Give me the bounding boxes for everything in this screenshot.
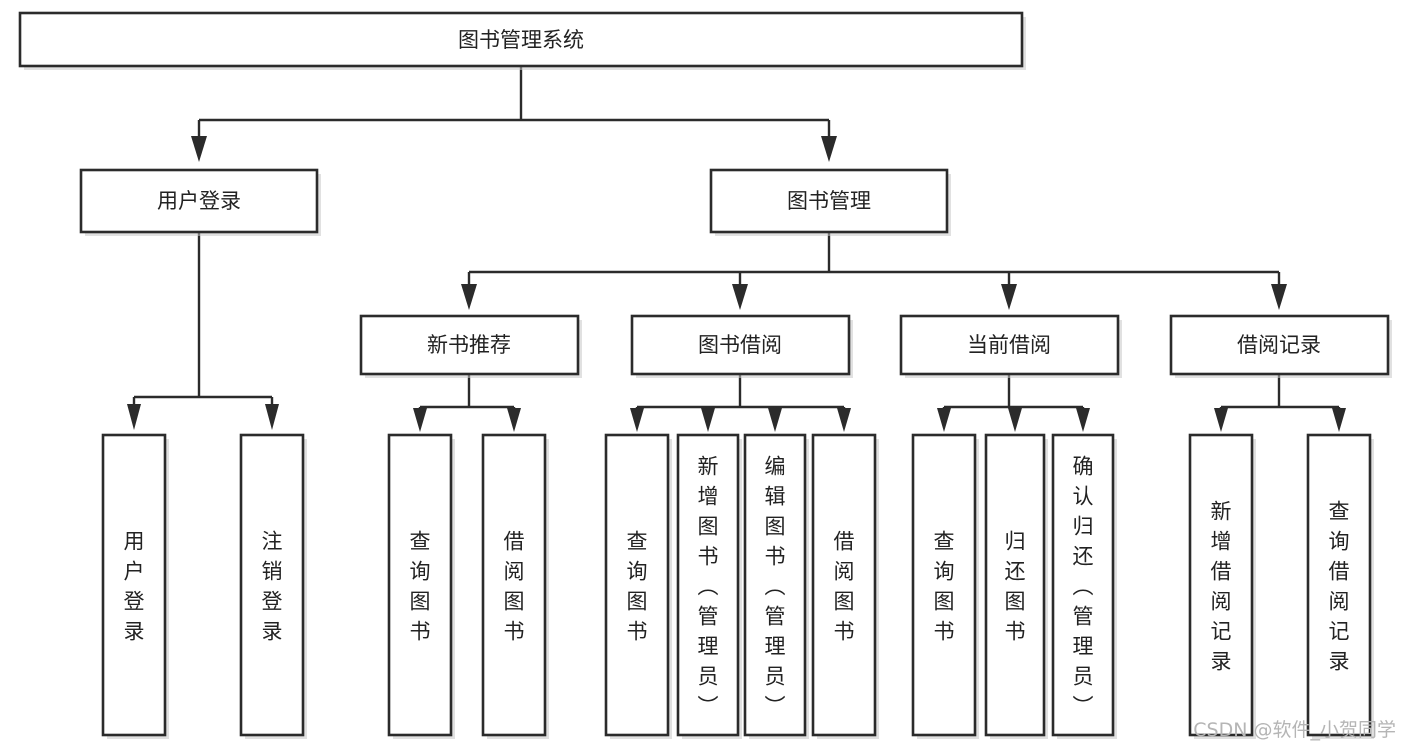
node-leaf-edit-book-admin[interactable]: 编辑图书︵管理员︶ (743, 433, 809, 739)
edge-group-root-to-level1 (191, 66, 837, 162)
node-book-manage-label: 图书管理 (787, 189, 871, 213)
arrow-to-leaf-query-book-recommend (413, 408, 427, 432)
node-root-label: 图书管理系统 (458, 28, 584, 52)
node-root[interactable]: 图书管理系统 (18, 11, 1026, 70)
arrow-to-leaf-edit-book-admin (768, 408, 782, 432)
arrow-to-leaf-add-borrow-record (1214, 408, 1228, 432)
arrow-to-leaf-user-login (127, 404, 141, 430)
node-borrow-record[interactable]: 借阅记录 (1169, 314, 1392, 378)
arrow-to-current-borrow (1001, 284, 1017, 310)
arrow-to-leaf-borrow-book (837, 408, 851, 432)
node-leaf-query-book-recommend-label: 查询图书 (410, 529, 431, 643)
node-current-borrow-label: 当前借阅 (967, 333, 1051, 357)
node-current-borrow[interactable]: 当前借阅 (899, 314, 1122, 378)
node-leaf-borrow-book-recommend-label: 借阅图书 (504, 529, 525, 643)
node-leaf-user-logout-box (239, 433, 305, 737)
edge-group-book-borrow-to-leaves (630, 374, 851, 432)
node-leaf-user-login[interactable]: 用户登录 (101, 433, 169, 739)
node-leaf-query-book-current[interactable]: 查询图书 (911, 433, 979, 739)
node-leaf-return-book-box (984, 433, 1046, 737)
arrow-to-leaf-query-book-current (937, 408, 951, 432)
node-leaf-query-borrow-record[interactable]: 查询借阅记录 (1306, 433, 1374, 739)
node-book-manage-box (709, 168, 949, 234)
watermark-label: CSDN @软件_小贺同学 (1193, 719, 1396, 741)
edge-group-current-borrow-to-leaves (937, 374, 1090, 432)
node-leaf-confirm-return-admin-label: 确认归还︵管理员︶ (1073, 454, 1094, 718)
node-leaf-query-book-borrow-box (604, 433, 670, 737)
node-user-login-label: 用户登录 (157, 189, 241, 213)
arrow-to-user-login (191, 136, 207, 162)
arrow-to-leaf-user-logout (265, 404, 279, 430)
node-leaf-edit-book-admin-box (743, 433, 807, 737)
arrow-to-leaf-query-borrow-record (1332, 408, 1346, 432)
node-book-manage[interactable]: 图书管理 (709, 168, 951, 236)
arrow-to-leaf-confirm-return-admin (1076, 408, 1090, 432)
arrow-to-book-manage (821, 136, 837, 162)
node-leaf-borrow-book[interactable]: 借阅图书 (811, 433, 879, 739)
node-leaf-confirm-return-admin-box (1051, 433, 1115, 737)
node-leaf-user-login-label: 用户登录 (124, 529, 145, 643)
node-leaf-add-borrow-record-label: 新增借阅记录 (1211, 499, 1232, 673)
edge-group-new-book-recommend-to-leaves (413, 374, 521, 432)
node-leaf-user-login-box (101, 433, 167, 737)
arrow-to-leaf-return-book (1008, 408, 1022, 432)
node-leaf-query-book-borrow[interactable]: 查询图书 (604, 433, 672, 739)
node-leaf-return-book-label: 归还图书 (1005, 529, 1026, 643)
node-leaf-add-book-admin-label: 新增图书︵管理员︶ (698, 454, 719, 718)
edge-group-borrow-record-to-leaves (1214, 374, 1346, 432)
arrow-to-new-book-recommend (461, 284, 477, 310)
node-user-login-box (79, 168, 319, 234)
node-user-login[interactable]: 用户登录 (79, 168, 321, 236)
node-new-book-recommend-label: 新书推荐 (427, 333, 511, 357)
node-leaf-query-borrow-record-box (1306, 433, 1372, 737)
node-leaf-borrow-book-label: 借阅图书 (834, 529, 855, 643)
edge-group-user-login-to-leaves (127, 232, 279, 430)
node-book-borrow[interactable]: 图书借阅 (630, 314, 853, 378)
node-leaf-add-book-admin[interactable]: 新增图书︵管理员︶ (676, 433, 742, 739)
arrow-to-leaf-query-book-borrow (630, 408, 644, 432)
arrow-to-leaf-add-book-admin (701, 408, 715, 432)
node-root-box (18, 11, 1024, 68)
node-leaf-query-borrow-record-label: 查询借阅记录 (1329, 499, 1350, 673)
node-leaf-borrow-book-recommend[interactable]: 借阅图书 (481, 433, 549, 739)
node-borrow-record-box (1169, 314, 1390, 376)
node-leaf-confirm-return-admin[interactable]: 确认归还︵管理员︶ (1051, 433, 1117, 739)
node-leaf-borrow-book-recommend-box (481, 433, 547, 737)
node-book-borrow-label: 图书借阅 (698, 333, 782, 357)
node-new-book-recommend[interactable]: 新书推荐 (359, 314, 582, 378)
node-current-borrow-box (899, 314, 1120, 376)
node-leaf-query-book-current-label: 查询图书 (934, 529, 955, 643)
node-leaf-add-book-admin-box (676, 433, 740, 737)
arrow-to-book-borrow (732, 284, 748, 310)
node-leaf-query-book-recommend[interactable]: 查询图书 (387, 433, 455, 739)
node-leaf-query-book-borrow-label: 查询图书 (627, 529, 648, 643)
node-leaf-query-book-recommend-box (387, 433, 453, 737)
node-new-book-recommend-box (359, 314, 580, 376)
arrow-to-leaf-borrow-book-recommend (507, 408, 521, 432)
node-leaf-borrow-book-box (811, 433, 877, 737)
node-leaf-query-book-current-box (911, 433, 977, 737)
node-leaf-add-borrow-record[interactable]: 新增借阅记录 (1188, 433, 1256, 739)
node-leaf-user-logout[interactable]: 注销登录 (239, 433, 307, 739)
arrow-to-borrow-record (1271, 284, 1287, 310)
node-borrow-record-label: 借阅记录 (1237, 333, 1321, 357)
node-leaf-edit-book-admin-label: 编辑图书︵管理员︶ (765, 454, 786, 718)
node-book-borrow-box (630, 314, 851, 376)
edge-group-book-manage-to-level2 (461, 232, 1287, 310)
node-leaf-return-book[interactable]: 归还图书 (984, 433, 1048, 739)
node-leaf-user-logout-label: 注销登录 (262, 529, 283, 643)
node-leaf-add-borrow-record-box (1188, 433, 1254, 737)
